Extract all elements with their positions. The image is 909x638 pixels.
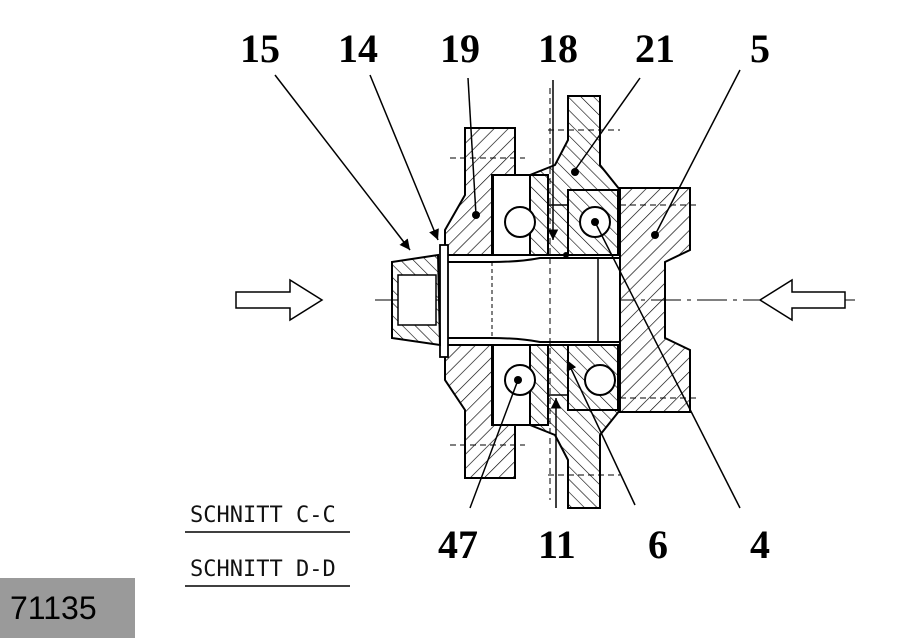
callout-47: 47 bbox=[438, 522, 478, 567]
washer bbox=[439, 244, 449, 358]
bearing-ball-lower-right bbox=[584, 364, 616, 396]
left-flange-lower bbox=[444, 344, 516, 479]
right-cap bbox=[619, 187, 691, 413]
callout-11: 11 bbox=[538, 522, 576, 567]
bearing-ball-upper-left bbox=[504, 206, 536, 238]
shaft bbox=[444, 257, 621, 343]
callout-21: 21 bbox=[635, 26, 675, 71]
callout-6: 6 bbox=[648, 522, 668, 567]
callout-4: 4 bbox=[750, 522, 770, 567]
flow-arrow-right bbox=[758, 278, 846, 322]
flow-arrow-left bbox=[235, 278, 324, 322]
callout-15: 15 bbox=[240, 26, 280, 71]
auxiliary-lines bbox=[450, 88, 700, 500]
leader-lines bbox=[274, 69, 741, 509]
nut-bore bbox=[397, 274, 437, 326]
left-flange-upper bbox=[444, 127, 516, 256]
callout-18: 18 bbox=[538, 26, 578, 71]
leader-dots bbox=[472, 168, 659, 384]
section-label-dd: SCHNITT D-D bbox=[190, 557, 336, 582]
callout-14: 14 bbox=[338, 26, 378, 71]
section-label-cc: SCHNITT C-C bbox=[190, 503, 336, 528]
callout-19: 19 bbox=[440, 26, 480, 71]
part-number-badge: 71135 bbox=[0, 578, 135, 638]
callout-5: 5 bbox=[750, 26, 770, 71]
